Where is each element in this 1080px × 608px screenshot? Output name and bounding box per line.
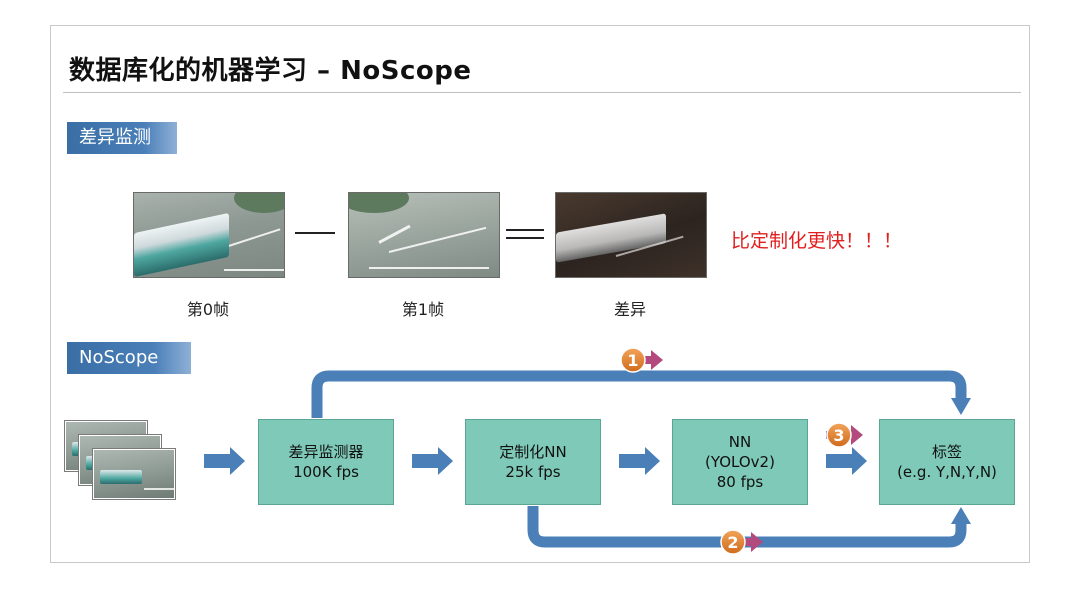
difference-image xyxy=(555,192,707,278)
yolo-nn-box: NN (YOLOv2) 80 fps xyxy=(672,419,808,505)
frame-0-label: 第0帧 xyxy=(186,300,230,319)
box-1-line-1: 差异监测器 xyxy=(288,443,364,461)
bypass-path-2 xyxy=(527,506,967,548)
frame-0-image xyxy=(133,192,285,278)
video-frame-stack-front xyxy=(93,449,175,499)
box-4-line-2: (e.g. Y,N,Y,N) xyxy=(897,463,997,481)
badge-3-number: 3 xyxy=(833,426,844,445)
badge-3: 3 xyxy=(826,422,863,448)
equals-operator-top xyxy=(506,229,544,231)
custom-nn-box: 定制化NN 25k fps xyxy=(465,419,601,505)
section-tag-noscope: NoScope xyxy=(67,342,191,374)
slide: 数据库化的机器学习 – NoScope 差异监测 第0帧 第1帧 差异 比定制化… xyxy=(50,25,1030,563)
frame-1-image xyxy=(348,192,500,278)
box-2-line-1: 定制化NN xyxy=(499,443,567,461)
bypass-path-1 xyxy=(311,370,967,418)
labels-box: 标签 (e.g. Y,N,Y,N) xyxy=(879,419,1015,505)
box-3-line-3: 80 fps xyxy=(716,473,764,491)
box-2-line-2: 25k fps xyxy=(505,463,561,481)
badge-1-number: 1 xyxy=(627,351,638,370)
faster-callout: 比定制化更快！！！ xyxy=(731,230,903,252)
bypass-path-2-arrowhead xyxy=(951,507,971,524)
box-3-line-2: (YOLOv2) xyxy=(705,453,775,471)
box-1-line-2: 100K fps xyxy=(293,463,359,481)
frame-1-label: 第1帧 xyxy=(401,300,445,319)
flow-arrows: 1 2 3 xyxy=(204,347,971,555)
arrow-input-to-detector xyxy=(204,447,245,475)
minus-operator xyxy=(295,232,335,234)
badge-1: 1 xyxy=(620,347,663,373)
badge-2-number: 2 xyxy=(727,533,738,552)
badge-2: 2 xyxy=(720,529,763,555)
slide-title: 数据库化的机器学习 – NoScope xyxy=(69,56,472,86)
difference-label: 差异 xyxy=(613,300,646,319)
arrow-custom-nn-to-yolo xyxy=(619,447,660,475)
title-divider xyxy=(63,92,1021,93)
section-tag-difference-detection: 差异监测 xyxy=(67,122,177,154)
difference-detector-box: 差异监测器 100K fps xyxy=(258,419,394,505)
equals-operator-bottom xyxy=(506,237,544,239)
bypass-path-1-arrowhead xyxy=(951,398,971,415)
arrow-yolo-to-labels xyxy=(826,447,867,475)
box-3-line-1: NN xyxy=(728,433,752,451)
arrow-detector-to-custom-nn xyxy=(412,447,453,475)
box-4-line-1: 标签 xyxy=(931,443,962,461)
